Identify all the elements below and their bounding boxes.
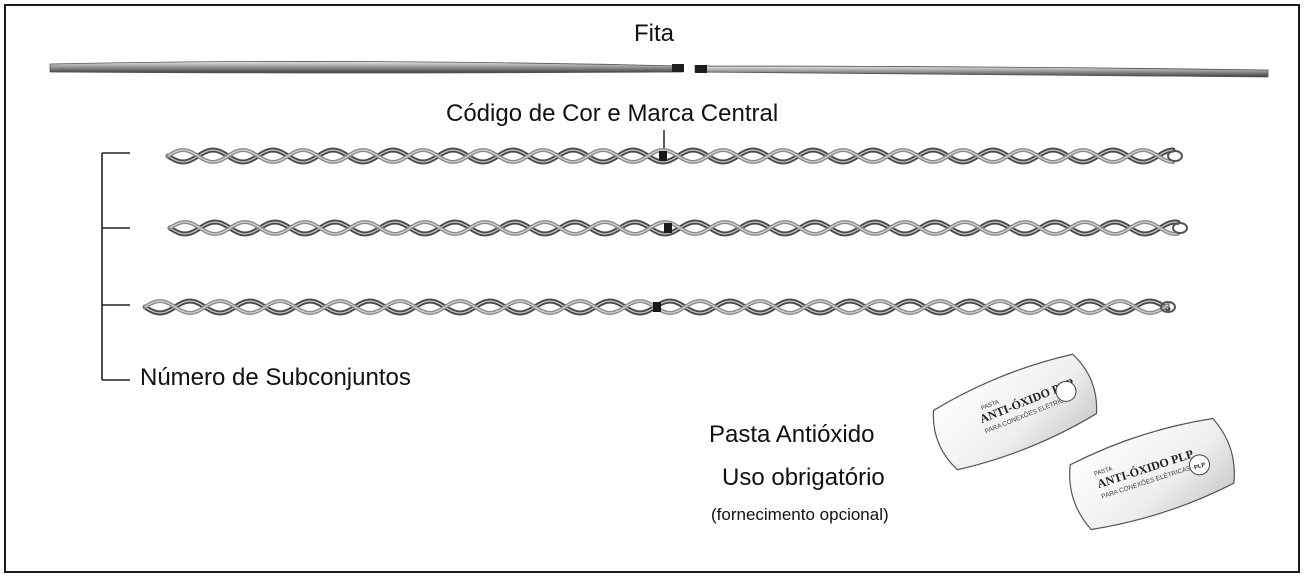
rod-3-center-mark bbox=[653, 302, 661, 312]
helical-rods bbox=[142, 147, 1188, 320]
rod-1-center-mark bbox=[659, 151, 667, 161]
pack-front-logo: PLP bbox=[1193, 462, 1206, 471]
rod-2-center-mark bbox=[664, 223, 672, 233]
subassemblies-label: Número de Subconjuntos bbox=[140, 364, 411, 391]
pack-front-text-1: PASTA bbox=[1094, 466, 1114, 478]
fita-label: Fita bbox=[634, 20, 675, 47]
fita-tape-right bbox=[694, 65, 1269, 78]
rod-1 bbox=[165, 147, 1183, 169]
color-code-label: Código de Cor e Marca Central bbox=[446, 100, 779, 127]
paste-note: (fornecimento opcional) bbox=[711, 505, 889, 524]
paste-packet-front: PASTA ANTI-ÓXIDO PLP PARA CONEXÕES ELÉTR… bbox=[1069, 417, 1235, 531]
rod-3 bbox=[142, 298, 1176, 320]
rod-2 bbox=[167, 219, 1188, 241]
paste-usage: Uso obrigatório bbox=[722, 464, 885, 491]
fita-tape-left bbox=[49, 61, 684, 74]
paste-packet-back: PASTA ANTI-ÓXIDO PLP PARA CONEXÕES ELÉTR… bbox=[932, 353, 1098, 471]
paste-title: Pasta Antióxido bbox=[709, 421, 875, 448]
subassembly-bracket bbox=[101, 152, 130, 381]
